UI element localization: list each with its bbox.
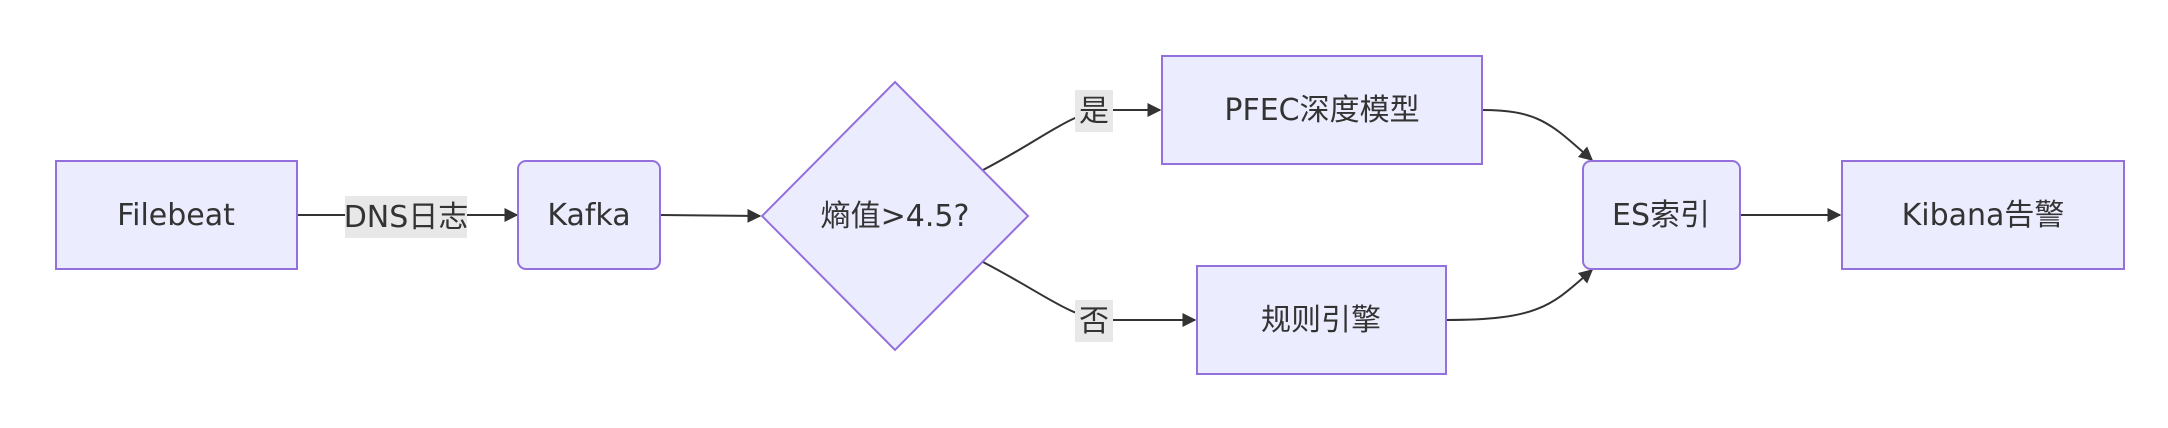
edge-label-no: 否: [1075, 300, 1113, 342]
edge-label-yes: 是: [1075, 90, 1113, 132]
node-pfec-model-label: PFEC深度模型: [1224, 93, 1419, 128]
node-rule-engine: 规则引擎: [1196, 265, 1447, 375]
edge-label-dns-log: DNS日志: [344, 196, 469, 238]
edge-pfec-to-es: [1481, 109, 1594, 161]
node-entropy-decision-label: 熵值>4.5?: [821, 199, 970, 234]
node-es-index-label: ES索引: [1612, 198, 1710, 233]
node-kibana-alert: Kibana告警: [1841, 160, 2125, 270]
edge-label-no-text: 否: [1079, 304, 1109, 339]
node-filebeat: Filebeat: [55, 160, 298, 270]
edge-label-yes-text: 是: [1079, 94, 1109, 129]
edge-kafka-to-entropy: [659, 208, 762, 223]
node-es-index: ES索引: [1582, 160, 1741, 270]
node-kafka-label: Kafka: [547, 198, 630, 233]
edge-entropy-to-pfec: [982, 103, 1162, 171]
node-entropy-decision: 熵值>4.5?: [760, 80, 1030, 352]
node-kibana-alert-label: Kibana告警: [1902, 198, 2065, 233]
node-kafka: Kafka: [517, 160, 661, 270]
edge-label-dns-log-text: DNS日志: [344, 200, 469, 235]
node-rule-engine-label: 规则引擎: [1261, 303, 1381, 338]
edge-rules-to-es: [1445, 269, 1594, 321]
node-filebeat-label: Filebeat: [117, 198, 235, 233]
node-pfec-model: PFEC深度模型: [1161, 55, 1483, 165]
